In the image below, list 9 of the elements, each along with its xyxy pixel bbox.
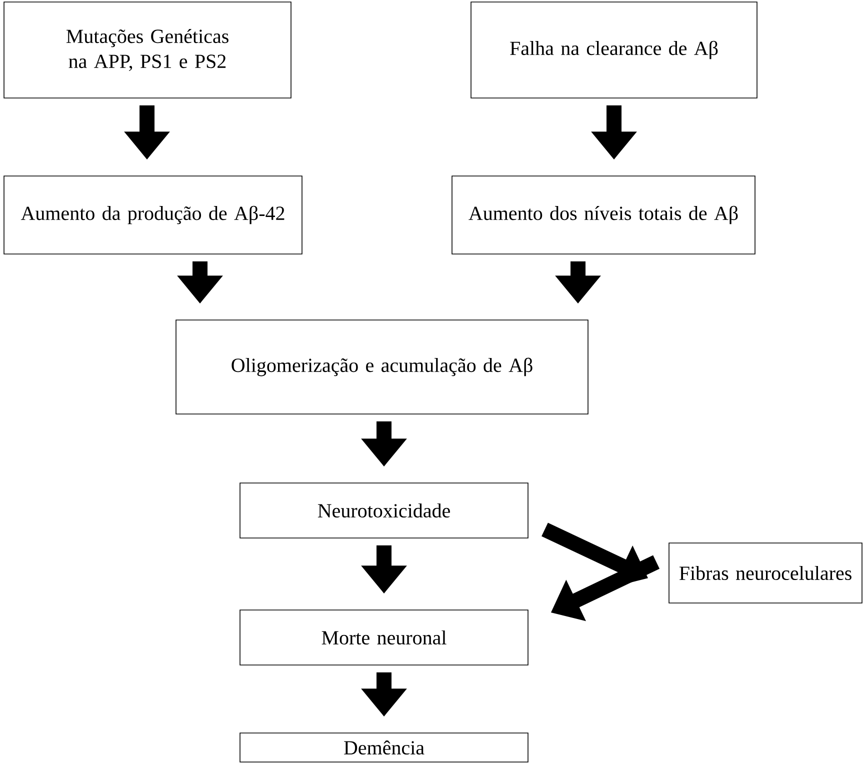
process-box: Falha na clearance de Aβ [470,2,758,98]
process-box: Fibras neurocelulares [668,542,862,604]
process-box: Neurotoxicidade [240,482,528,538]
process-box: Demência [240,732,528,762]
process-box: Aumento dos níveis totais de Aβ [452,176,756,254]
process-box: Mutações Genéticas na APP, PS1 e PS2 [4,2,292,98]
process-box: Aumento da produção de Aβ-42 [4,176,302,254]
process-box: Oligomerização e acumulação de Aβ [176,320,588,414]
process-box: Morte neuronal [240,610,528,666]
